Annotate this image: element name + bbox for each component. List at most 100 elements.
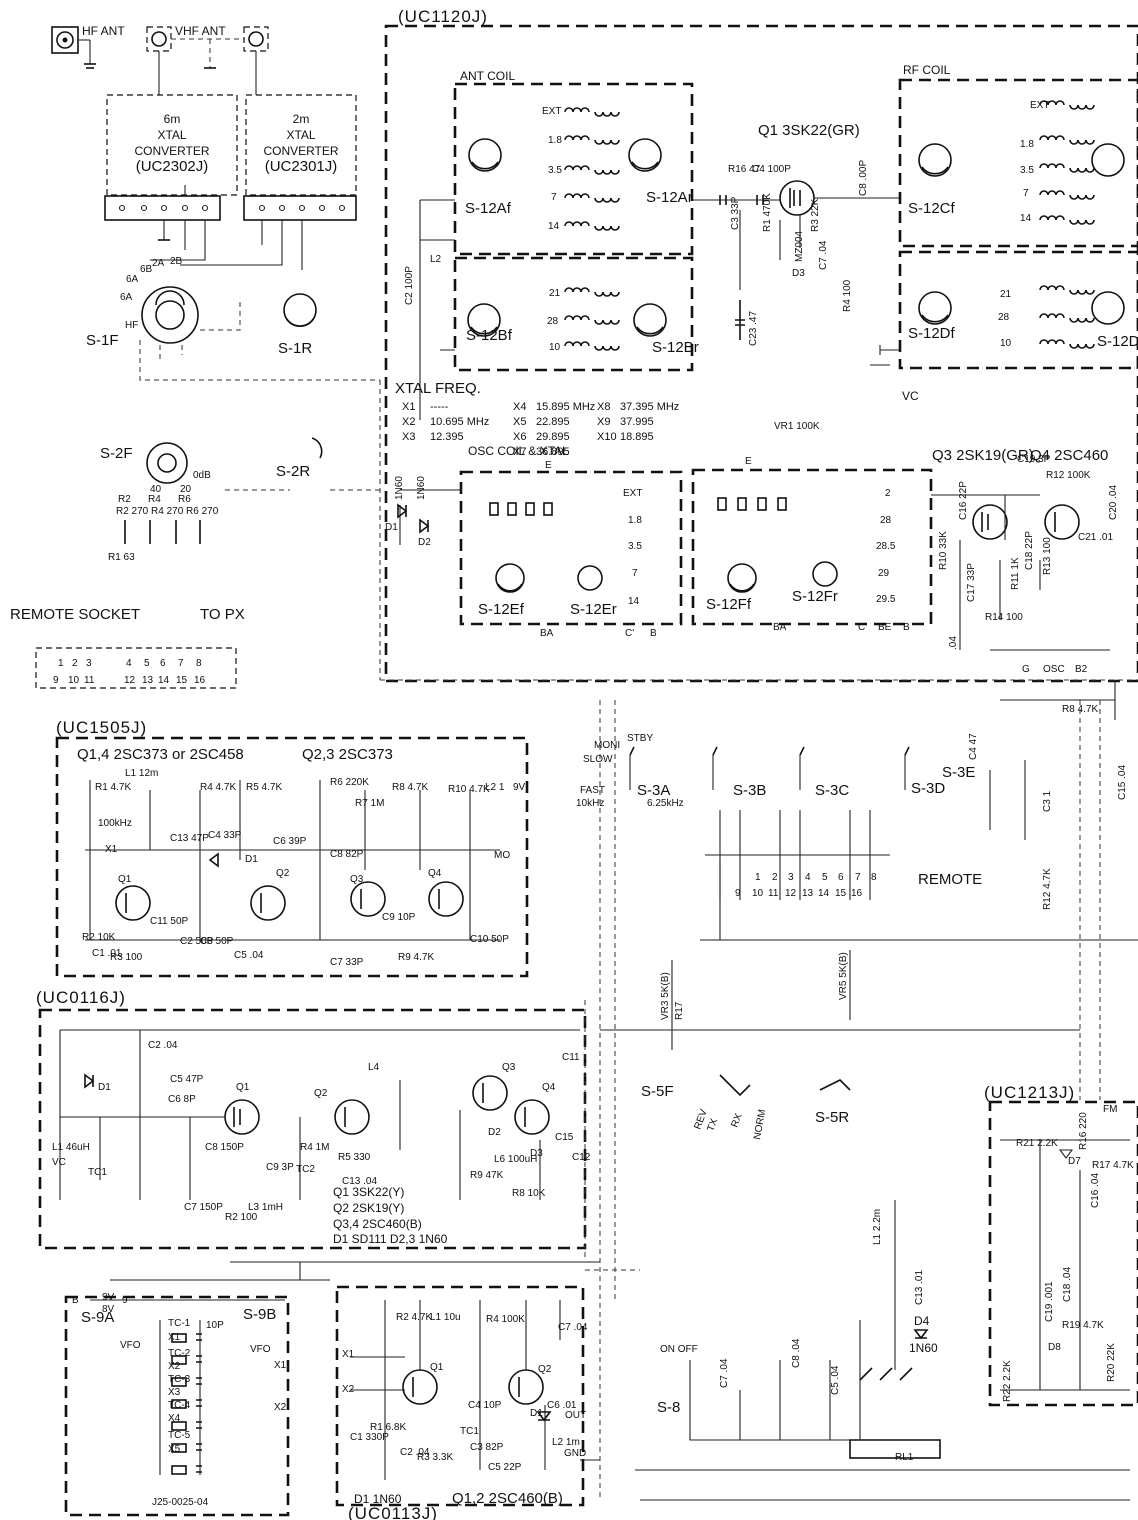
coil-winding	[610, 139, 620, 145]
uc1505-part: C10 50P	[470, 934, 509, 945]
svg-text:3.5: 3.5	[1020, 165, 1034, 176]
remote-label: REMOTE	[918, 871, 982, 888]
coil-winding	[1077, 289, 1087, 295]
conv6m-line1: 6m	[164, 112, 181, 126]
coil-winding	[1077, 343, 1087, 349]
uc0113-part: R3 3.3K	[417, 1452, 453, 1463]
svg-text:BA: BA	[773, 622, 787, 633]
d4-label: D4	[914, 1314, 930, 1328]
coil-winding	[1039, 215, 1049, 221]
slow-label: SLOW	[583, 754, 613, 765]
s2f-label: S-2F	[100, 445, 133, 462]
r21-label: R21 2.2K	[1016, 1138, 1058, 1149]
uc0116-part: C12	[572, 1152, 591, 1163]
uc0116-part: R8 10K	[512, 1188, 546, 1199]
coil-winding	[580, 341, 590, 347]
socket-pin: 5	[144, 658, 150, 669]
xtal-cell: X8	[597, 401, 610, 413]
crystal	[171, 1355, 187, 1365]
osc-coil-label: OSC COIL & XTAL	[468, 444, 569, 458]
coil-winding	[564, 193, 574, 199]
uc0116-part: C7 150P	[184, 1202, 223, 1213]
uc0113-part: R2 4.7K	[396, 1312, 432, 1323]
uc0113-part: C4 10P	[468, 1400, 502, 1411]
trim-cap	[196, 1465, 202, 1473]
coil-winding	[1077, 167, 1087, 173]
coil-winding	[572, 107, 582, 113]
socket-pin: 13	[142, 675, 154, 686]
coil-winding	[1055, 190, 1065, 196]
coil-winding	[1085, 343, 1095, 349]
svg-text:20: 20	[180, 484, 192, 495]
coil-winding	[1055, 215, 1065, 221]
on-off-label: ON OFF	[660, 1344, 698, 1355]
remote-pin: 16	[851, 888, 863, 899]
coil-winding	[1047, 313, 1057, 319]
svg-text:1.8: 1.8	[628, 515, 642, 526]
s9-part: VFO	[250, 1344, 271, 1355]
band-7: 7	[551, 192, 557, 203]
s9-part: X4	[168, 1413, 181, 1424]
uc1505-part: R9 4.7K	[398, 952, 434, 963]
uc1505-part: Q3	[350, 874, 364, 885]
conv6m-line4: (UC2302J)	[136, 158, 209, 175]
coil-winding	[1077, 317, 1087, 323]
crystal	[525, 502, 535, 516]
band-3-5: 3.5	[548, 165, 562, 176]
uc0113-part: C2 .04	[400, 1447, 430, 1458]
remote-pin: 2	[772, 872, 778, 883]
c18-label: C18 22P	[1024, 531, 1035, 570]
svg-text:21: 21	[1000, 289, 1012, 300]
coil-winding	[1069, 104, 1079, 110]
xtal-cell: X1	[402, 401, 415, 413]
relay-c7: C7 .04	[719, 1358, 730, 1388]
l1-22m: L1 2.2m	[872, 1209, 883, 1245]
module-uc0116j-box	[38, 1008, 587, 1250]
uc0113-part: C1 330P	[350, 1432, 389, 1443]
uc0113-part: C6 .01	[547, 1400, 577, 1411]
s9-part: X1	[168, 1332, 181, 1343]
uc0113-part: X2	[342, 1384, 355, 1395]
coil-winding	[1055, 339, 1065, 345]
uc1505-part: X1	[105, 844, 118, 855]
r16-label: R16 47	[728, 164, 761, 175]
coil-winding	[580, 287, 590, 293]
uc0116-q1: Q1 3SK22(Y)	[333, 1185, 404, 1199]
uc0116-part: C11	[562, 1052, 580, 1063]
uc1505-part: D1	[245, 854, 258, 865]
r16b-label: R16 220	[1078, 1112, 1089, 1150]
s9-part: TC-1	[168, 1318, 191, 1329]
svg-text:29.5: 29.5	[876, 594, 896, 605]
c23-label: C23 .47	[748, 311, 759, 346]
svg-text:R2: R2	[118, 494, 131, 505]
uc1505-part: Q2	[276, 868, 290, 879]
uc0113-d1: D1 1N60	[354, 1492, 402, 1506]
socket-pin: 10	[68, 675, 80, 686]
r2r4r6-values: R2 270 R4 270 R6 270	[116, 506, 219, 517]
c16-label: C16 22P	[958, 481, 969, 520]
band-1-8: 1.8	[548, 135, 562, 146]
s9-part: TC-5	[168, 1430, 191, 1441]
r1-63: R1 63	[108, 552, 135, 563]
uc0116-part: D2	[488, 1127, 501, 1138]
xtal-cell: -----	[430, 401, 449, 413]
svg-text:2B: 2B	[170, 256, 183, 267]
uc0116-part: C2 .04	[148, 1040, 178, 1051]
trim-cap	[196, 1377, 202, 1385]
s9a-vfo: VFO	[120, 1340, 141, 1351]
uc0113-part: TC1	[460, 1426, 479, 1437]
c2-label: C2 100P	[404, 266, 415, 305]
xtal-cell: 22.895	[536, 416, 570, 428]
r3-label: R3 22K	[810, 198, 821, 232]
svg-text:B: B	[903, 622, 910, 633]
s9-part: TC-3	[168, 1374, 191, 1385]
svg-text:7: 7	[1023, 188, 1029, 199]
coil-winding	[610, 111, 620, 117]
coil-winding	[602, 169, 612, 175]
coil-winding	[602, 111, 612, 117]
socket-pin: 9	[53, 675, 59, 686]
uc1505j-circuit: Q1,4 2SC373 or 2SC458 Q2,3 2SC373 R1 4.7…	[77, 746, 526, 968]
